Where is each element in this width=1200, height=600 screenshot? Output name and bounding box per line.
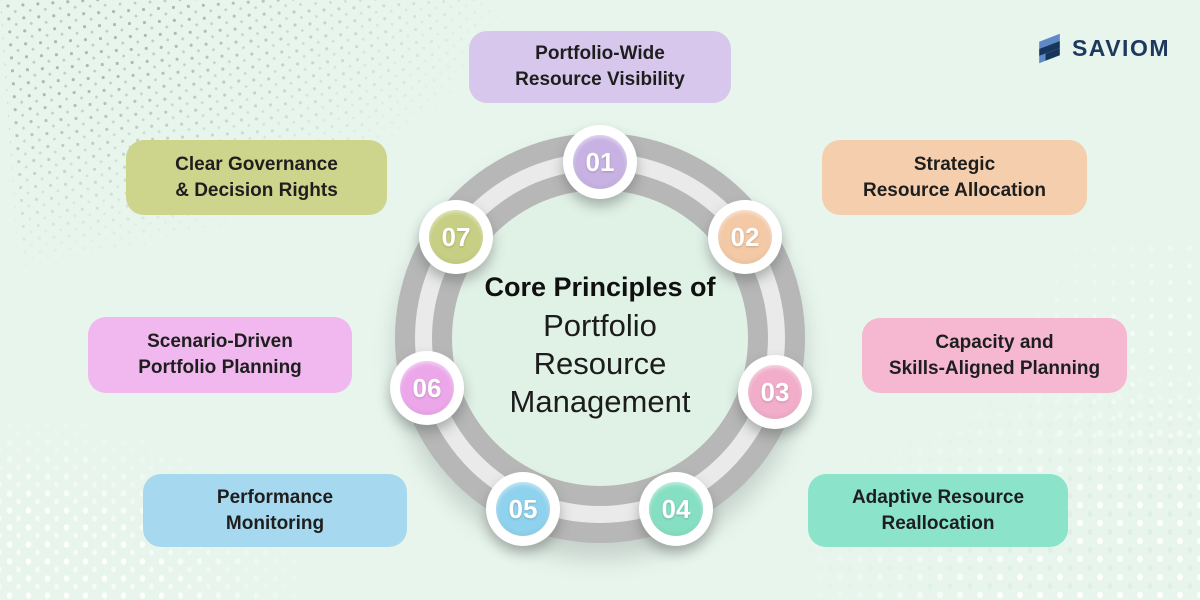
principle-label-07: Clear Governance & Decision Rights: [126, 140, 387, 215]
principle-node-05-circle: 05: [496, 482, 550, 536]
principle-node-07: 07: [419, 200, 493, 274]
principle-node-04-circle: 04: [649, 482, 703, 536]
ring-hole: [452, 190, 748, 486]
principle-number: 01: [585, 146, 615, 177]
principle-label-line: Capacity and: [935, 331, 1054, 353]
principle-node-01: 01: [563, 125, 637, 199]
diagram-title: Core Principles of Portfolio Resource Ma…: [440, 272, 760, 421]
principle-label-line: Scenario-Driven: [147, 331, 293, 352]
principle-node-04: 04: [639, 472, 713, 546]
principle-node-06-circle: 06: [400, 361, 454, 415]
principle-label-03: Capacity and Skills-Aligned Planning: [862, 318, 1127, 393]
principle-label-line: Portfolio-Wide: [535, 43, 665, 64]
principle-label-line: Strategic: [913, 153, 996, 175]
principle-label-01: Portfolio-Wide Resource Visibility: [469, 31, 731, 103]
principle-node-07-circle: 07: [429, 210, 483, 264]
diagram-title-bold: Core Principles of: [484, 272, 716, 302]
principle-label-line: Clear Governance: [175, 153, 338, 175]
principle-label-line: Resource Allocation: [862, 179, 1046, 201]
principle-number: 05: [508, 493, 538, 524]
principle-label-05: Performance Monitoring: [143, 474, 407, 547]
principle-label-line: Portfolio Planning: [138, 357, 302, 378]
saviom-logo: SAVIOM: [1036, 30, 1170, 67]
diagram-title-line: Resource: [533, 346, 667, 381]
diagram-title-line: Portfolio: [543, 308, 657, 343]
principle-node-02: 02: [708, 200, 782, 274]
principle-node-01-circle: 01: [573, 135, 627, 189]
principle-node-06: 06: [390, 351, 464, 425]
principle-label-line: Performance: [216, 486, 334, 508]
saviom-logo-text: SAVIOM: [1071, 35, 1170, 61]
principle-number: 06: [412, 372, 442, 403]
principle-label-line: & Decision Rights: [175, 179, 338, 201]
principle-label-02: Strategic Resource Allocation: [822, 140, 1087, 215]
principle-node-03: 03: [738, 355, 812, 429]
principle-node-05: 05: [486, 472, 560, 546]
principle-number: 07: [441, 221, 471, 252]
diagram-title-line: Management: [509, 384, 691, 419]
principle-node-03-circle: 03: [748, 365, 802, 419]
principle-label-line: Skills-Aligned Planning: [888, 357, 1101, 379]
principle-label-06: Scenario-Driven Portfolio Planning: [88, 317, 352, 393]
principle-label-line: Monitoring: [225, 512, 325, 534]
principle-label-line: Adaptive Resource: [851, 486, 1025, 508]
principle-label-line: Reallocation: [881, 512, 995, 534]
principle-node-02-circle: 02: [718, 210, 772, 264]
principle-number: 02: [730, 221, 760, 252]
saviom-logo-icon: [1039, 33, 1060, 64]
principle-label-line: Resource Visibility: [515, 69, 685, 90]
principle-number: 03: [760, 376, 790, 407]
principle-label-04: Adaptive Resource Reallocation: [808, 474, 1068, 547]
principle-number: 04: [661, 493, 691, 524]
